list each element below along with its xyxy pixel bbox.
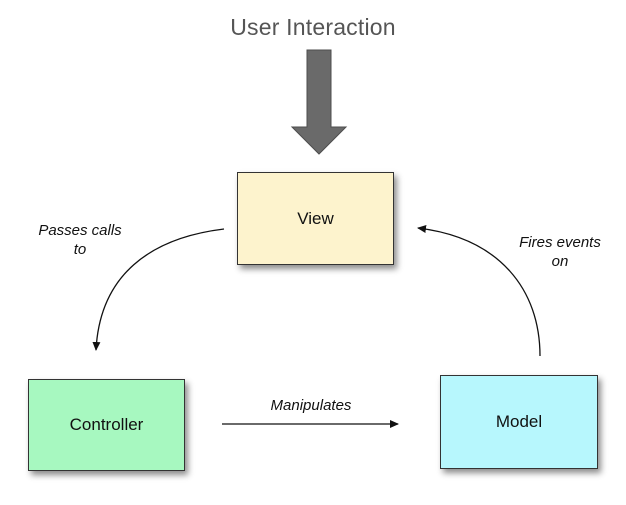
fires-events-line-1: Fires events	[519, 234, 601, 251]
fires-events-label: Fires events on	[498, 233, 622, 271]
passes-calls-label: Passes calls to	[20, 221, 140, 259]
fires-events-line-2: on	[551, 253, 569, 270]
user-interaction-arrow	[290, 49, 348, 155]
edge-model-to-view	[417, 225, 541, 357]
passes-calls-line-2: to	[73, 241, 87, 258]
controller-node: Controller	[28, 379, 185, 471]
passes-calls-line-1: Passes calls	[38, 222, 122, 239]
model-node: Model	[440, 375, 598, 469]
view-node: View	[237, 172, 394, 265]
user-interaction-label: User Interaction	[230, 14, 396, 40]
view-node-label: View	[297, 208, 334, 228]
edge-view-to-controller	[92, 228, 225, 351]
controller-node-label: Controller	[69, 415, 144, 434]
model-node-label: Model	[495, 412, 543, 431]
manipulates-label: Manipulates	[270, 397, 352, 414]
